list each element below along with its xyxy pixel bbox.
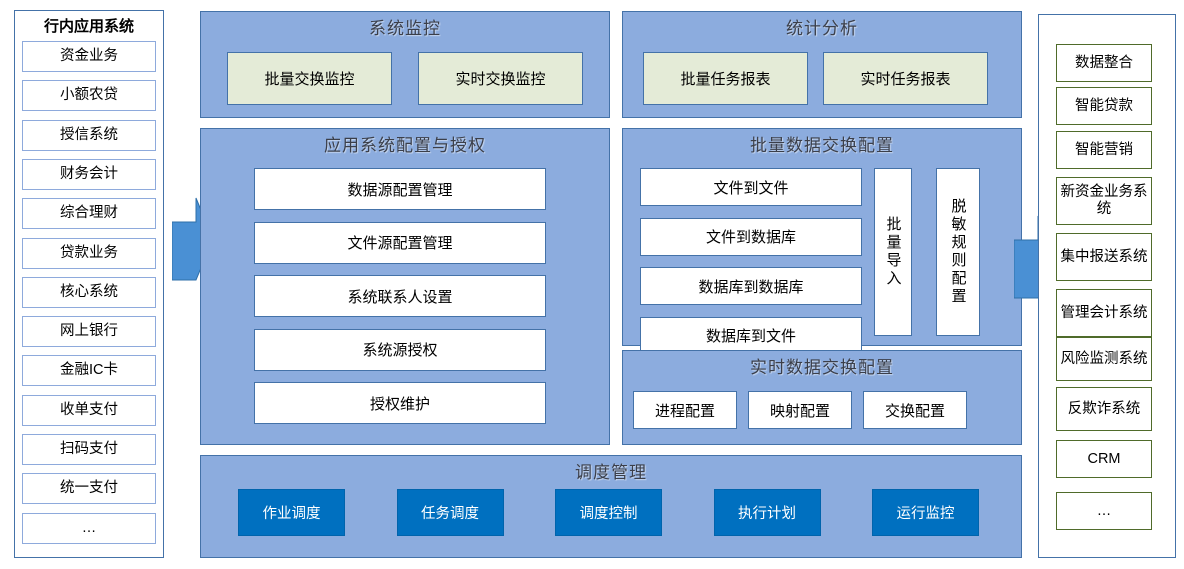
system-monitor-title: 系统监控 <box>369 19 441 38</box>
right-column-item-1[interactable]: 智能贷款 <box>1056 87 1152 125</box>
left-column-item-12[interactable]: … <box>22 512 156 544</box>
realtime-exchange-item-1[interactable]: 映射配置 <box>748 391 852 429</box>
statistics-title: 统计分析 <box>786 19 858 38</box>
batch-exchange-item-3[interactable]: 数据库到文件 <box>640 316 862 355</box>
right-column-item-7[interactable]: 反欺诈系统 <box>1056 387 1152 431</box>
left-column-item-2[interactable]: 授信系统 <box>22 119 156 151</box>
app-config-item-0[interactable]: 数据源配置管理 <box>254 168 546 210</box>
left-column-item-7[interactable]: 网上银行 <box>22 316 156 348</box>
batch-exchange-title: 批量数据交换配置 <box>750 136 894 155</box>
right-column-item-5[interactable]: 管理会计系统 <box>1056 289 1152 337</box>
left-column-item-1[interactable]: 小额农贷 <box>22 80 156 112</box>
batch-task-report-button[interactable]: 批量任务报表 <box>643 52 808 105</box>
app-config-item-3[interactable]: 系统源授权 <box>254 328 546 371</box>
app-config-title: 应用系统配置与授权 <box>324 136 486 155</box>
left-column-item-8[interactable]: 金融IC卡 <box>22 355 156 387</box>
left-column-item-5[interactable]: 贷款业务 <box>22 237 156 269</box>
realtime-exchange-title: 实时数据交换配置 <box>750 358 894 377</box>
scheduling-item-3[interactable]: 执行计划 <box>713 489 821 536</box>
right-column-item-2[interactable]: 智能营销 <box>1056 131 1152 169</box>
scheduling-title: 调度管理 <box>575 463 647 482</box>
left-column-item-11[interactable]: 统一支付 <box>22 473 156 505</box>
realtime-exchange-monitor-button[interactable]: 实时交换监控 <box>418 52 583 105</box>
masking-rule-config-button[interactable]: 脱敏规则配置 <box>936 168 980 336</box>
realtime-task-report-button[interactable]: 实时任务报表 <box>823 52 988 105</box>
right-column-item-8[interactable]: CRM <box>1056 440 1152 478</box>
realtime-exchange-item-2[interactable]: 交换配置 <box>863 391 967 429</box>
scheduling-item-4[interactable]: 运行监控 <box>872 489 979 536</box>
right-column-item-6[interactable]: 风险监测系统 <box>1056 337 1152 381</box>
left-column-item-0[interactable]: 资金业务 <box>22 41 156 72</box>
batch-exchange-item-0[interactable]: 文件到文件 <box>640 168 862 206</box>
realtime-exchange-item-0[interactable]: 进程配置 <box>633 391 737 429</box>
scheduling-item-1[interactable]: 任务调度 <box>396 489 504 536</box>
left-column-item-4[interactable]: 综合理财 <box>22 198 156 230</box>
left-column-item-10[interactable]: 扫码支付 <box>22 434 156 465</box>
left-column-title: 行内应用系统 <box>43 18 134 35</box>
right-column-item-3[interactable]: 新资金业务系统 <box>1056 177 1152 225</box>
batch-exchange-item-1[interactable]: 文件到数据库 <box>640 217 862 256</box>
right-column-item-9[interactable]: … <box>1056 492 1152 530</box>
batch-exchange-monitor-button[interactable]: 批量交换监控 <box>227 52 392 105</box>
batch-import-button[interactable]: 批量导入 <box>874 168 912 336</box>
scheduling-item-2[interactable]: 调度控制 <box>555 489 662 536</box>
batch-exchange-item-2[interactable]: 数据库到数据库 <box>640 267 862 305</box>
app-config-item-4[interactable]: 授权维护 <box>254 382 546 424</box>
right-column-item-4[interactable]: 集中报送系统 <box>1056 233 1152 281</box>
app-config-item-1[interactable]: 文件源配置管理 <box>254 221 546 264</box>
app-config-item-2[interactable]: 系统联系人设置 <box>254 275 546 317</box>
scheduling-item-0[interactable]: 作业调度 <box>238 489 345 536</box>
right-column-item-0[interactable]: 数据整合 <box>1056 44 1152 82</box>
left-column-item-3[interactable]: 财务会计 <box>22 158 156 190</box>
left-column-item-9[interactable]: 收单支付 <box>22 394 156 426</box>
left-column-item-6[interactable]: 核心系统 <box>22 276 156 308</box>
